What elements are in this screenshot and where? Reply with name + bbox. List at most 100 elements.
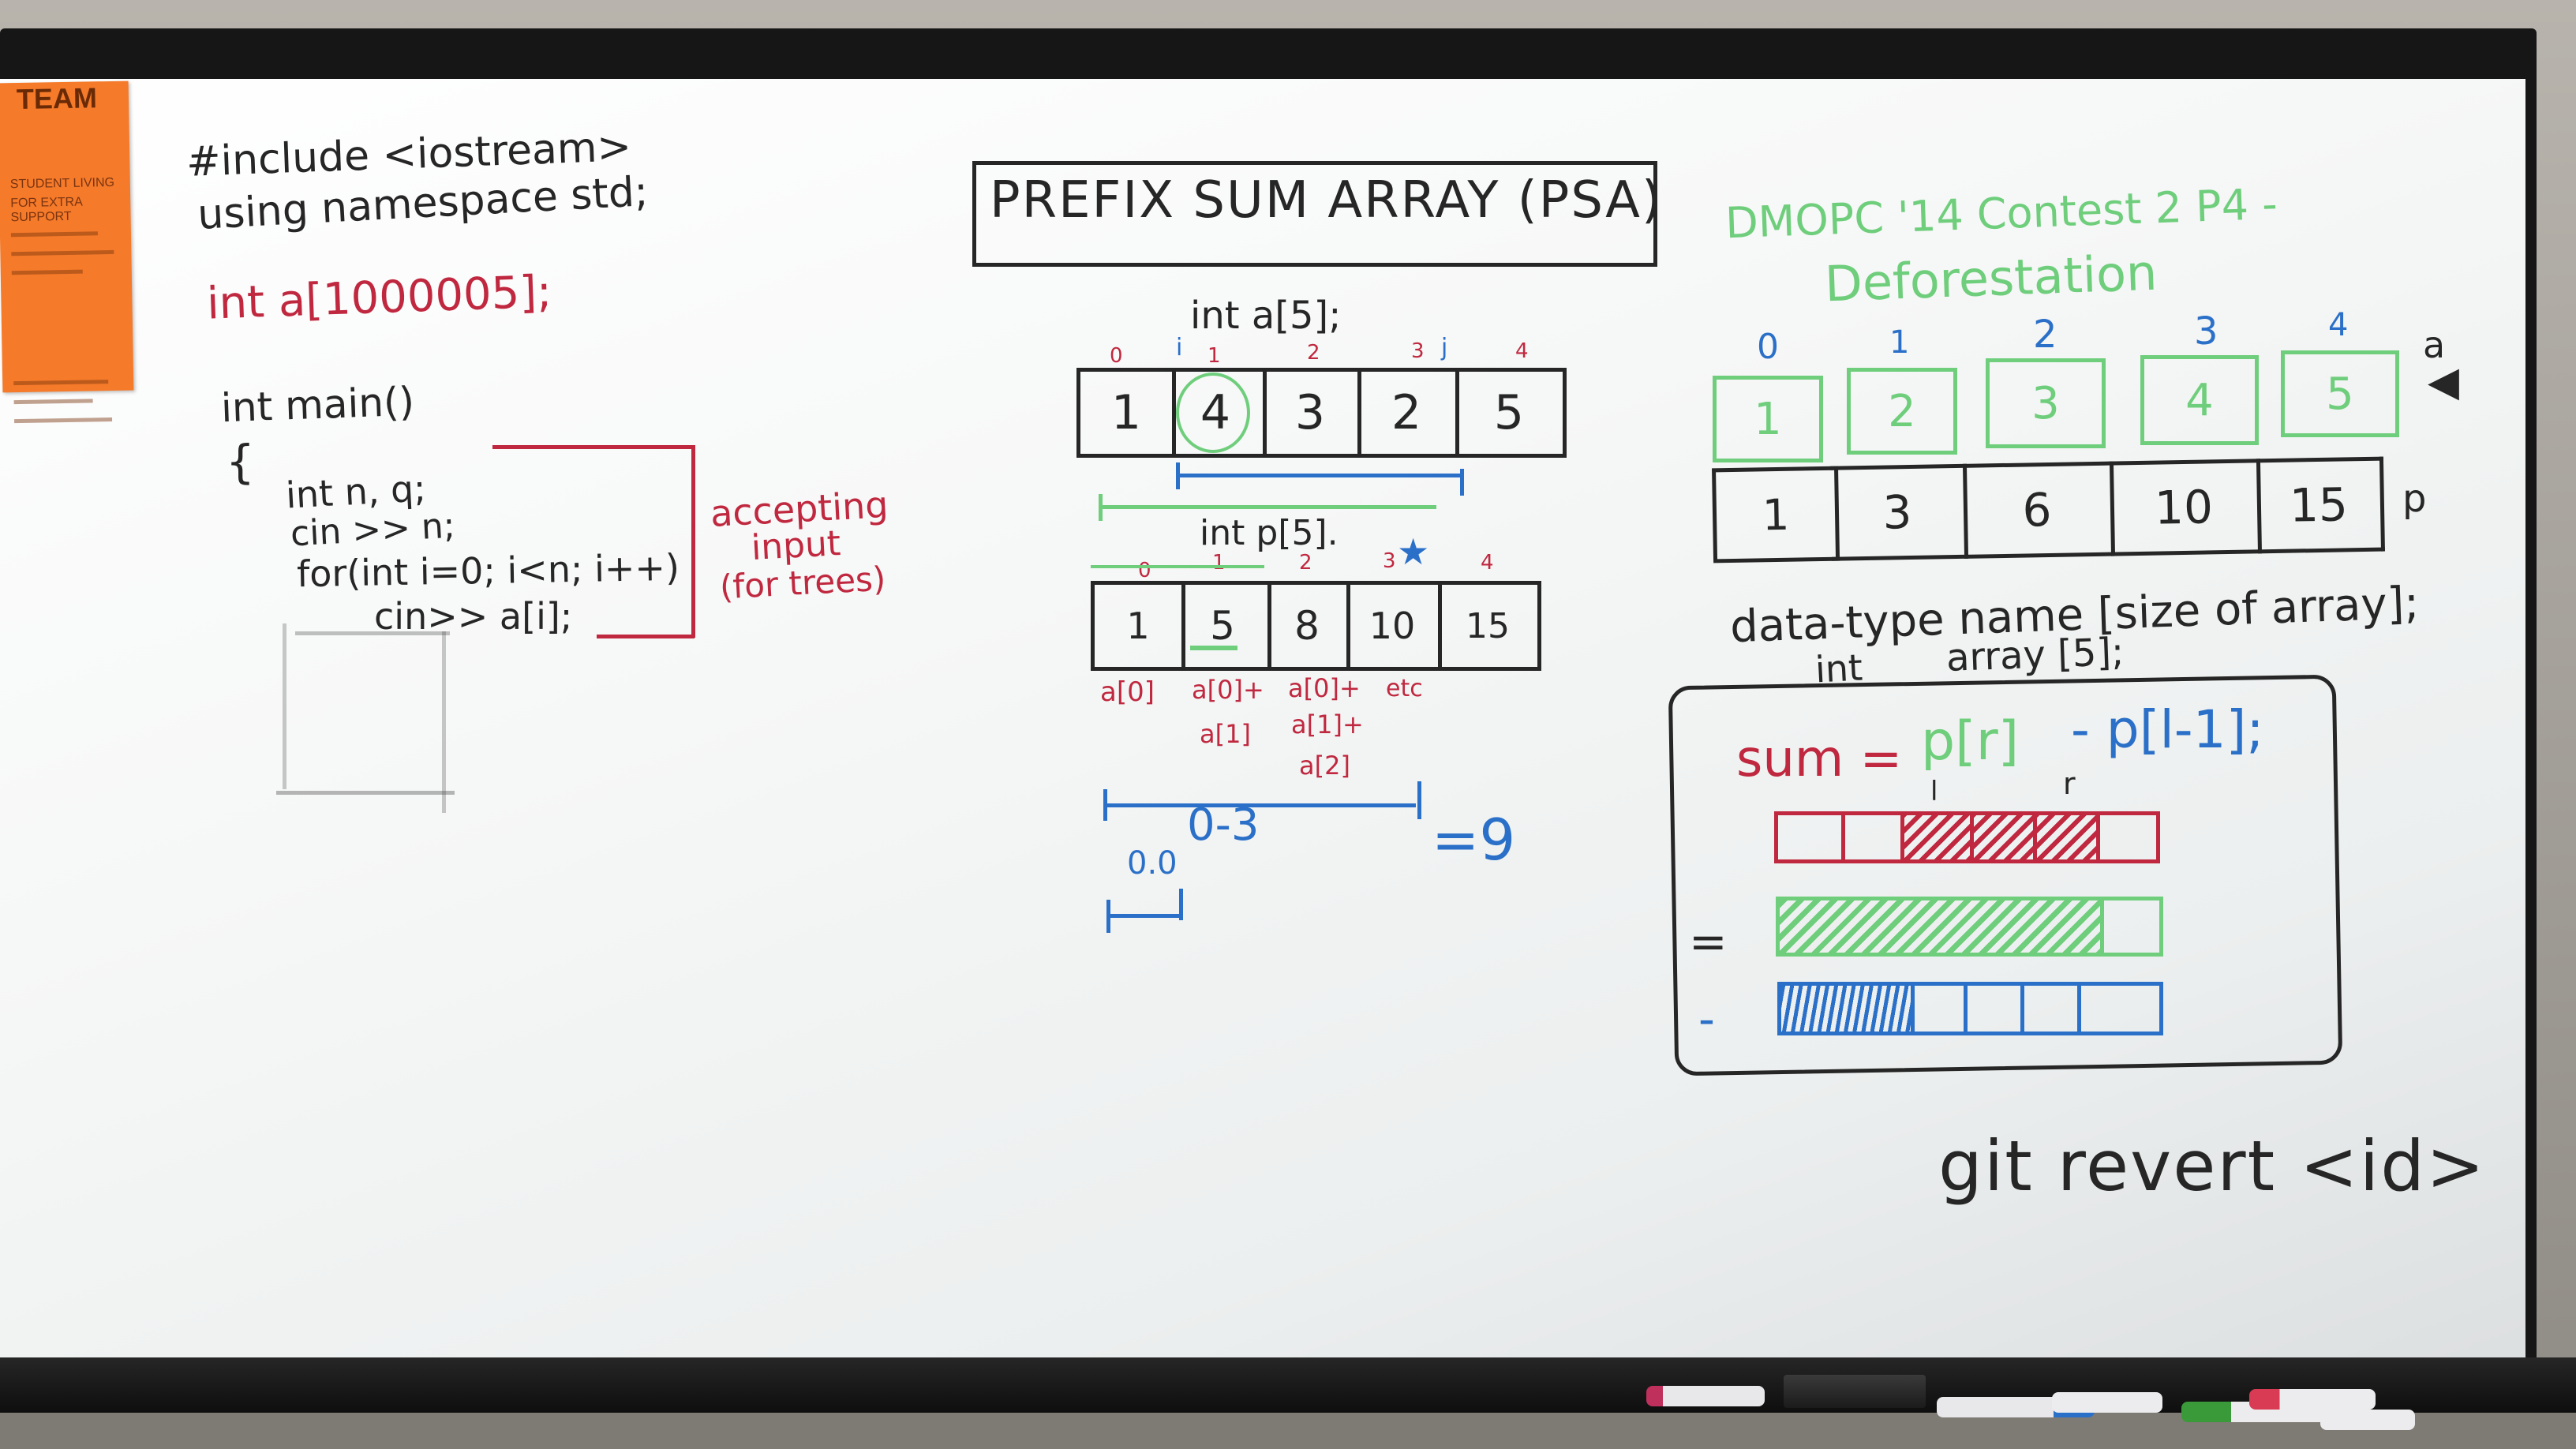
marker-white — [2052, 1392, 2162, 1413]
dmopc-p-cell: 3 — [1829, 463, 1969, 561]
formula-blue-cell — [2077, 982, 2163, 1035]
formula-r: r — [2063, 766, 2076, 801]
sticky-title: TEAM — [16, 81, 98, 116]
sum-note: a[1]+ — [1291, 710, 1364, 739]
formula-red-cell — [2096, 811, 2160, 863]
dmopc-arrow-icon: ◀ — [2428, 358, 2459, 406]
zero-label: 0.0 — [1127, 845, 1178, 882]
formula-green-cell — [2096, 897, 2163, 957]
dmopc-a-cell: 5 — [2281, 350, 2399, 437]
sticky-line: STUDENT LIVING — [9, 175, 115, 192]
query-bracket — [1103, 789, 1107, 821]
formula-equals: = — [1689, 915, 1728, 968]
psa-a-cell: 5 — [1455, 368, 1567, 458]
psa-a-cell: 1 — [1076, 368, 1176, 458]
psa-array-a: 1 4 3 2 5 — [1076, 368, 1578, 458]
dmopc-p-cell: 10 — [2109, 459, 2263, 556]
dmopc-a-cell: 2 — [1847, 368, 1957, 455]
zero-bracket — [1106, 900, 1110, 933]
sum-note: a[2] — [1299, 751, 1350, 781]
dmopc-a-index: 2 — [2033, 313, 2057, 357]
dmopc-a-index: 3 — [2194, 309, 2218, 354]
sticky-scribble — [10, 231, 98, 238]
psa-p-cell: 10 — [1346, 581, 1442, 671]
loop-note: input — [750, 523, 842, 568]
psa-array-p: 1 5 8 10 15 — [1091, 581, 1541, 671]
dmopc-a-index: 0 — [1757, 327, 1779, 367]
range-bracket-blue — [1179, 474, 1463, 477]
sum-note: a[1] — [1200, 719, 1251, 749]
zero-bracket — [1179, 889, 1183, 920]
sticky-scribble — [11, 269, 83, 275]
loop-note: (for trees) — [718, 559, 887, 607]
code-open-brace: { — [226, 435, 255, 489]
whiteboard — [0, 79, 2525, 1373]
erased-mark — [295, 631, 450, 635]
query-bracket — [1417, 781, 1421, 819]
dmopc-p-array: 1 3 6 10 15 — [1712, 456, 2385, 564]
psa-a-index: 3 — [1411, 339, 1425, 363]
zero-bracket — [1108, 914, 1181, 918]
dmopc-p-cell: 15 — [2256, 456, 2385, 554]
psa-a-index: 0 — [1110, 344, 1123, 368]
erased-mark — [276, 791, 455, 795]
formula-blue-cell — [2020, 982, 2081, 1035]
psa-j-marker: j — [1441, 334, 1448, 361]
formula-red-cell — [1774, 811, 1845, 863]
range-bracket-green — [1099, 494, 1103, 521]
dmopc-p-cell: 6 — [1962, 461, 2116, 559]
git-command: git revert <id> — [1938, 1125, 2486, 1207]
formula-red-cell — [1970, 811, 2037, 863]
marker-white — [2320, 1410, 2415, 1430]
loop-bracket — [691, 445, 695, 638]
sticky-note: TEAM STUDENT LIVING FOR EXTRA SUPPORT — [0, 80, 134, 424]
range-bracket-blue — [1460, 469, 1464, 496]
sum-note: a[0]+ — [1288, 673, 1361, 703]
formula-minus: - — [1698, 992, 1715, 1046]
sticky-line: FOR EXTRA SUPPORT — [10, 195, 83, 225]
psa-a-index: 1 — [1208, 344, 1221, 368]
psa-i-marker: i — [1176, 334, 1183, 361]
highlight-underline — [1190, 646, 1237, 650]
code-cin-n: cin >> n; — [289, 505, 456, 555]
psa-p-index: 3 — [1383, 549, 1396, 573]
psa-p-index: 4 — [1481, 551, 1494, 575]
code-vars: int n, q; — [284, 466, 427, 517]
dmopc-a-cell: 4 — [2140, 355, 2259, 445]
dmopc-a-cell: 3 — [1986, 358, 2106, 448]
floor-strip — [0, 1413, 2576, 1449]
dmopc-subtitle: Deforestation — [1823, 243, 2159, 313]
psa-p-cell: 1 — [1091, 581, 1185, 671]
query-bracket — [1105, 803, 1416, 807]
formula-red-cell — [2033, 811, 2100, 863]
formula-pl: - p[l-1]; — [2071, 699, 2264, 760]
psa-a-cell: 2 — [1357, 368, 1459, 458]
eraser — [1784, 1375, 1926, 1408]
formula-pr: p[r] — [1921, 710, 2020, 773]
sum-note: a[0] — [1100, 676, 1155, 708]
psa-p-index: 2 — [1299, 551, 1312, 575]
loop-bracket — [492, 445, 695, 449]
sticky-scribble — [13, 380, 109, 386]
sum-note: etc — [1386, 675, 1423, 702]
psa-title-box — [972, 161, 1657, 267]
dmopc-p-label: p — [2402, 477, 2427, 521]
psa-a-decl: int a[5]; — [1190, 294, 1342, 338]
code-for-loop: for(int i=0; i<n; i++) — [296, 545, 680, 596]
star-mark: ★ — [1397, 530, 1430, 573]
formula-l: l — [1930, 776, 1938, 807]
marker-magenta — [1646, 1386, 1765, 1406]
dmopc-a-cell: 1 — [1713, 376, 1823, 462]
formula-row-red — [1774, 811, 2160, 863]
erased-mark — [283, 623, 286, 789]
psa-a-index: 4 — [1515, 339, 1529, 363]
marker-red — [2249, 1389, 2376, 1410]
formula-sum: sum = — [1736, 730, 1903, 788]
formula-green-fill — [1776, 897, 2104, 957]
dmopc-a-index: 4 — [2328, 307, 2349, 343]
sticky-scribble — [11, 249, 114, 256]
formula-blue-fill — [1777, 982, 1915, 1035]
range-bracket-blue — [1176, 462, 1180, 489]
query-result: =9 — [1432, 807, 1516, 873]
erased-mark — [442, 631, 446, 813]
